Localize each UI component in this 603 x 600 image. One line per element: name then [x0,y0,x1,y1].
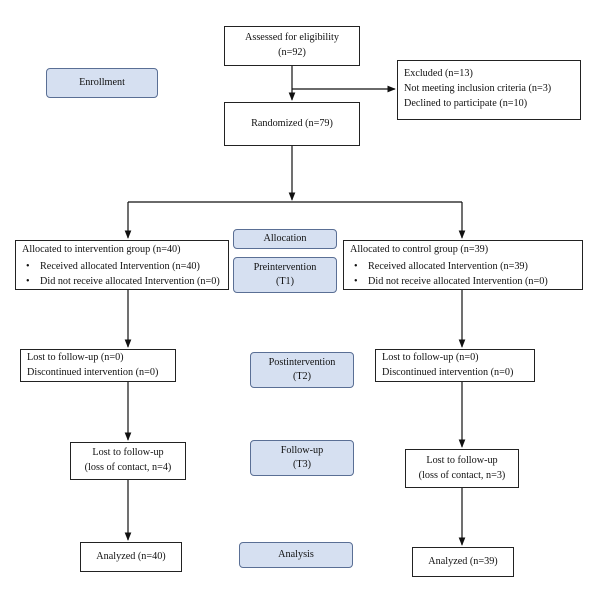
control-allocated-title: Allocated to control group (n=39) [350,244,489,255]
list-item-text: Did not receive allocated Intervention (… [368,275,548,287]
intervention-lost2-line: (loss of contact, n=4) [84,462,172,473]
phase-preintervention: Preintervention (T1) [233,257,337,293]
control-analyzed-box: Analyzed (n=39) [412,547,514,577]
randomized-label: Randomized (n=79) [251,117,333,129]
intervention-analyzed-box: Analyzed (n=40) [80,542,182,572]
intervention-lost1-line: Discontinued intervention (n=0) [27,366,159,378]
randomized-box: Randomized (n=79) [224,102,360,146]
bullet-icon: • [354,260,358,272]
excluded-box: Excluded (n=13) Not meeting inclusion cr… [397,60,581,120]
phase-postintervention-label: Postintervention [268,357,336,369]
assessed-count: (n=92) [278,47,306,58]
bullet-icon: • [354,275,358,287]
control-lost2-line: (loss of contact, n=3) [418,469,506,481]
control-lost2-box: Lost to follow-up (loss of contact, n=3) [405,449,519,488]
phase-followup-label: Follow-up [280,445,324,457]
excluded-item: Not meeting inclusion criteria (n=3) [404,82,552,94]
control-lost2-line: Lost to follow-up [426,454,498,466]
intervention-lost1-line: Lost to follow-up (n=0) [27,352,124,363]
intervention-analyzed-label: Analyzed (n=40) [96,550,166,562]
control-lost1-line: Lost to follow-up (n=0) [382,352,479,363]
list-item-text: Did not receive allocated Intervention (… [40,275,220,287]
list-item: • Received allocated Intervention (n=40) [26,260,222,275]
bullet-icon: • [26,260,30,272]
intervention-lost2-line: Lost to follow-up [92,447,164,459]
list-item-text: Received allocated Intervention (n=39) [368,260,528,272]
phase-followup-sub: (T3) [292,459,312,470]
control-lost1-box: Lost to follow-up (n=0) Discontinued int… [375,349,535,382]
list-item-text: Received allocated Intervention (n=40) [40,260,200,272]
control-lost1-line: Discontinued intervention (n=0) [382,366,514,378]
intervention-lost2-box: Lost to follow-up (loss of contact, n=4) [70,442,186,480]
assessed-label: Assessed for eligibility [245,32,339,44]
assessed-box: Assessed for eligibility (n=92) [224,26,360,66]
phase-allocation: Allocation [233,229,337,249]
intervention-lost1-box: Lost to follow-up (n=0) Discontinued int… [20,349,176,382]
intervention-allocated-box: Allocated to intervention group (n=40) •… [15,240,229,290]
phase-enrollment-label: Enrollment [79,77,125,89]
phase-analysis: Analysis [239,542,353,568]
phase-enrollment: Enrollment [46,68,158,98]
control-allocated-list: •Received allocated Intervention (n=39) … [350,260,576,290]
phase-postintervention-sub: (T2) [292,371,312,382]
list-item: • Received allocated Intervention (n=39) [354,260,576,275]
intervention-allocated-title: Allocated to intervention group (n=40) [22,244,181,255]
list-item: • Did not receive allocated Intervention … [26,275,222,290]
control-allocated-box: Allocated to control group (n=39) • Recei… [343,240,583,290]
excluded-item: Declined to participate (n=10) [404,97,528,109]
phase-preintervention-label: Preintervention [253,262,317,274]
phase-analysis-label: Analysis [278,549,314,561]
control-analyzed-label: Analyzed (n=39) [428,555,498,567]
list-item: • Did not receive allocated Intervention … [354,275,576,290]
phase-followup: Follow-up (T3) [250,440,354,476]
excluded-title: Excluded (n=13) [404,68,473,79]
intervention-allocated-list: •Received allocated Intervention (n=40) … [22,260,222,290]
phase-postintervention: Postintervention (T2) [250,352,354,388]
phase-allocation-label: Allocation [263,233,307,245]
phase-preintervention-sub: (T1) [275,276,295,287]
bullet-icon: • [26,275,30,287]
